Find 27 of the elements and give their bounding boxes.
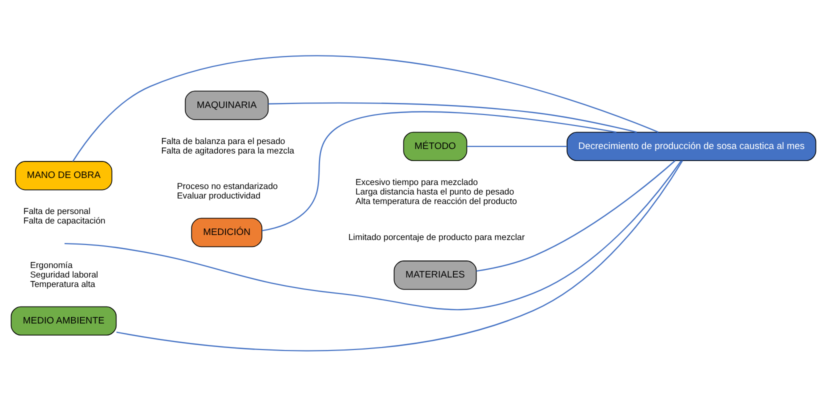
node-label: Evaluar productividad (177, 190, 260, 200)
connector (466, 146, 567, 148)
node-box: MANO DE OBRA (15, 161, 112, 190)
node-label: Temperatura alta (30, 278, 96, 289)
node-box: MEDIO AMBIENTE (10, 306, 117, 336)
node-label: Limitado porcentaje de producto para mezclar (348, 232, 525, 242)
connector (64, 160, 682, 310)
node-label: Ergonomía (30, 260, 73, 270)
node-label: Seguridad laboral (30, 269, 98, 280)
connector (476, 160, 676, 272)
node-label: Falta de balanza para el pesado (161, 136, 286, 146)
node-label: Larga distancia hasta el punto de pesado (355, 186, 514, 196)
connector (262, 111, 616, 232)
node-label: Excesivo tiempo para mezclado (355, 176, 478, 187)
node-box: MÉTODO (403, 132, 468, 162)
node-label: Falta de personal (23, 206, 90, 216)
node-label: Alta temperatura de reacción del producto (355, 196, 517, 206)
node-box: MEDICIÓN (191, 218, 262, 248)
connector (72, 56, 658, 162)
node-label: Falta de capacitación (23, 216, 106, 226)
connector (268, 102, 637, 133)
node-box: MAQUINARIA (184, 90, 269, 120)
connector (116, 160, 683, 352)
node-label: Falta de agitadores para la mezcla (161, 145, 294, 156)
node-box: MATERIALES (394, 260, 477, 290)
node-label: Proceso no estandarizado (177, 180, 278, 191)
node-box: Decrecimiento de producción de sosa caustica al mes (566, 132, 816, 162)
